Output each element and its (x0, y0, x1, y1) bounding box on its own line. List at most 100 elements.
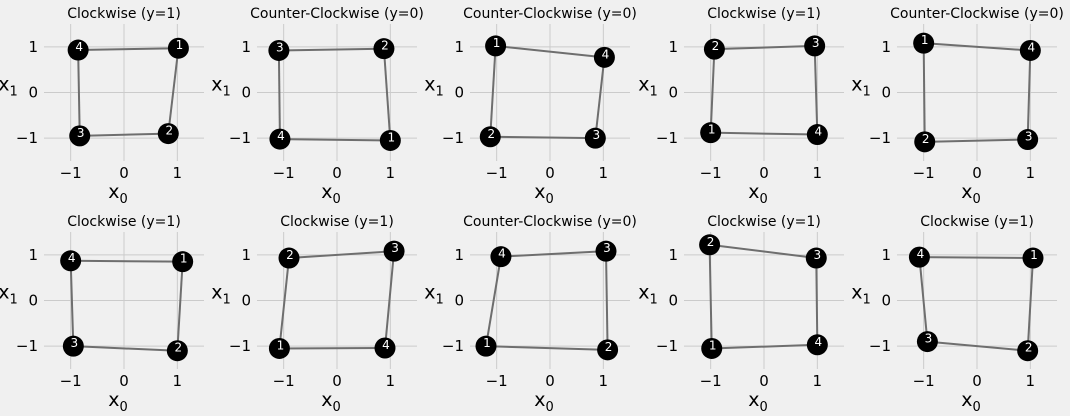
x-tick-label: 0 (119, 164, 129, 182)
x-axis-label: x0 (534, 389, 554, 415)
data-point (379, 129, 401, 151)
point-label: 2 (605, 340, 613, 354)
point-label: 2 (707, 235, 715, 249)
point-label: 4 (815, 335, 823, 349)
edge-line (77, 50, 81, 136)
edge-line (711, 343, 818, 350)
point-label: 2 (922, 132, 930, 146)
x-tick-label: 0 (759, 372, 769, 390)
y-tick-label: 1 (241, 38, 251, 56)
point-label: 4 (68, 251, 76, 265)
point-label: 3 (603, 241, 611, 255)
x-tick-label: 1 (173, 164, 183, 182)
point-label: 3 (813, 248, 821, 262)
edge-line (279, 138, 391, 142)
x-tick-label: −1 (700, 372, 722, 390)
y-tick-label: 0 (241, 84, 251, 102)
edge-line (594, 57, 606, 139)
point-label: 1 (277, 338, 285, 352)
y-axis-label: x1 (0, 74, 18, 100)
point-label: 1 (1030, 248, 1038, 262)
edge-line (485, 256, 502, 347)
y-axis-label: x1 (424, 74, 444, 100)
edge-line (710, 131, 818, 136)
edge-line (79, 132, 169, 137)
data-point (916, 331, 938, 353)
subplot-title: Clockwise (y=1) (920, 214, 1034, 230)
data-point (806, 334, 828, 356)
y-tick-label: 0 (668, 292, 678, 310)
x-tick-label: 0 (972, 372, 982, 390)
point-label: 1 (708, 123, 716, 137)
point-label: 4 (382, 338, 390, 352)
x-axis-label: x0 (748, 181, 768, 207)
x-tick-label: −1 (486, 372, 508, 390)
x-tick-label: −1 (486, 164, 508, 182)
point-label: 1 (493, 36, 501, 50)
y-axis-label: x1 (851, 282, 871, 308)
subplot-title: Counter-Clockwise (y=0) (463, 6, 637, 22)
edge-line (278, 47, 384, 52)
data-point (908, 246, 930, 268)
point-label: 3 (391, 241, 399, 255)
x-tick-label: 1 (599, 372, 609, 390)
point-label: 3 (593, 128, 601, 142)
y-tick-label: −1 (16, 129, 38, 147)
edge-line (69, 260, 75, 347)
y-tick-label: −1 (442, 129, 464, 147)
data-point (374, 337, 396, 359)
subplot-title: Clockwise (y=1) (67, 214, 181, 230)
point-label: 2 (381, 39, 389, 53)
edge-line (708, 244, 713, 349)
x-tick-label: 0 (332, 372, 342, 390)
data-point (701, 337, 723, 359)
data-point (700, 122, 722, 144)
y-tick-label: −1 (656, 129, 678, 147)
edge-line (813, 45, 819, 135)
y-tick-label: 1 (28, 38, 38, 56)
data-point (475, 335, 497, 357)
x-tick-label: 1 (1026, 372, 1036, 390)
y-tick-label: −1 (869, 337, 891, 355)
data-point (67, 39, 89, 61)
data-point (1022, 247, 1044, 269)
x-tick-label: 1 (813, 164, 823, 182)
point-label: 4 (1028, 40, 1036, 54)
data-point (479, 126, 501, 148)
x-tick-label: 1 (813, 372, 823, 390)
edge-line (78, 47, 179, 52)
data-point (804, 35, 826, 57)
edge-line (919, 256, 1034, 260)
data-point (62, 335, 84, 357)
point-label: 3 (812, 36, 820, 50)
x-tick-label: −1 (60, 164, 82, 182)
y-axis-label: x1 (851, 74, 871, 100)
point-label: 4 (602, 47, 610, 61)
data-point (373, 38, 395, 60)
data-point (597, 339, 619, 361)
data-point (166, 340, 188, 362)
point-label: 3 (925, 332, 933, 346)
y-axis-label: x1 (638, 74, 658, 100)
data-point (699, 234, 721, 256)
data-point (490, 246, 512, 268)
edge-line (924, 138, 1028, 143)
y-axis-label: x1 (0, 282, 18, 308)
data-point (278, 247, 300, 269)
x-tick-label: 1 (173, 372, 183, 390)
x-tick-label: 1 (599, 164, 609, 182)
x-tick-label: −1 (913, 164, 935, 182)
point-label: 2 (165, 124, 173, 138)
edge-line (382, 48, 392, 141)
x-tick-label: −1 (273, 372, 295, 390)
y-tick-label: −1 (869, 129, 891, 147)
y-axis-label: x1 (211, 282, 231, 308)
x-tick-label: 1 (1026, 164, 1036, 182)
y-tick-label: 0 (881, 84, 891, 102)
